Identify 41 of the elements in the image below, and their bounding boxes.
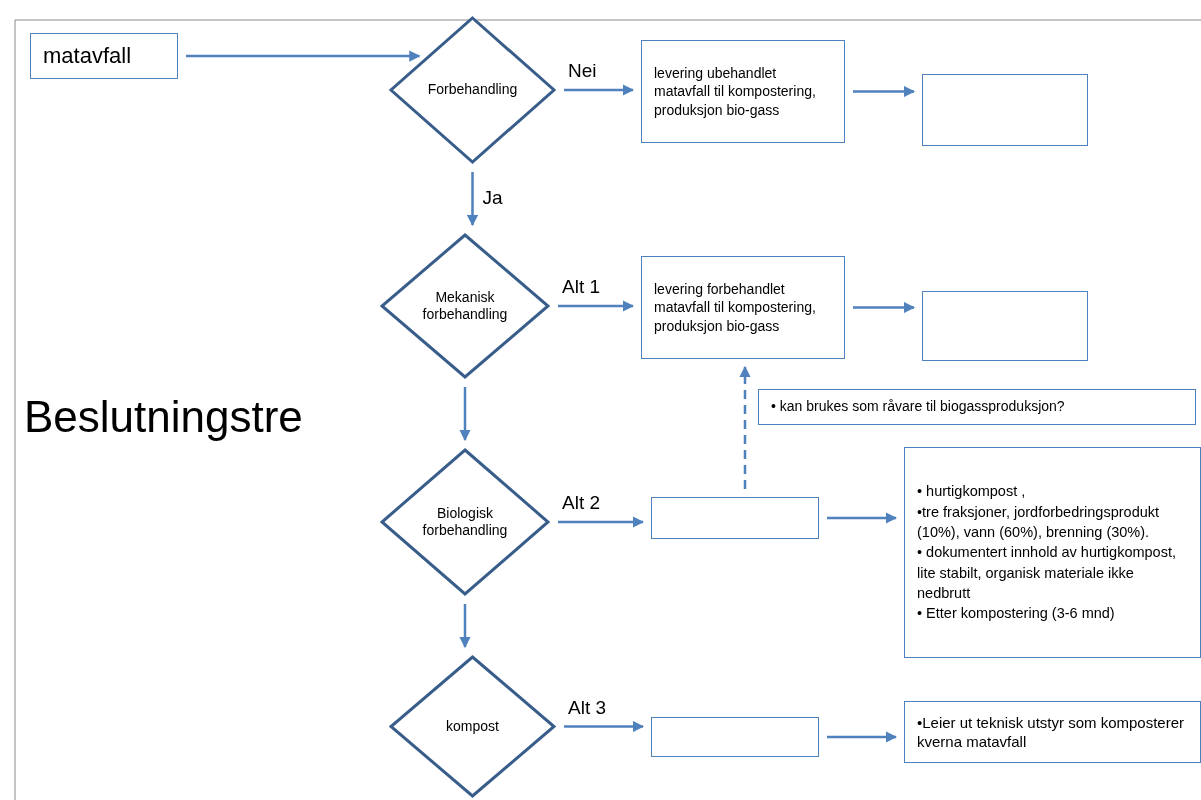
process-box	[30, 33, 178, 79]
arrow	[853, 85, 916, 98]
dashed-arrow	[739, 365, 751, 489]
decision-diamond	[380, 233, 550, 379]
arrow	[827, 512, 898, 524]
process-box	[641, 40, 845, 143]
arrow	[459, 604, 471, 649]
arrow	[466, 172, 479, 227]
node-text: Biologisk forbehandling	[421, 504, 509, 540]
decision-diamond	[380, 448, 550, 596]
process-box	[651, 717, 819, 757]
bullet-text: •tre fraksjoner, jordforbedringsprodukt (10%), vann (60%), brenning (30%).	[917, 502, 1161, 543]
arrow	[558, 516, 645, 528]
bullet-text: • dokumentert innhold av hurtigkompost, lite stabilt, organisk materiale ikke nedbrutt	[917, 543, 1177, 603]
bullet-text: • Etter kompostering (3-6 mnd)	[917, 604, 1116, 624]
note-box	[758, 389, 1196, 425]
arrow	[853, 301, 916, 314]
node-text: •Leier ut teknisk utstyr som komposterer kverna matavfall	[917, 712, 1185, 752]
node-text: kompost	[445, 717, 500, 736]
process-box	[922, 291, 1088, 361]
diagram-title: Beslutningstre	[24, 392, 303, 442]
arrow	[186, 50, 421, 62]
node-text: levering ubehandlet matavfall til kompostering, produksjon bio-gass	[654, 64, 817, 119]
note-box	[904, 701, 1201, 763]
arrow	[459, 387, 471, 442]
process-box	[651, 497, 819, 539]
arrow	[564, 720, 645, 733]
node-text: matavfall	[43, 42, 133, 70]
process-box	[641, 256, 845, 359]
bullet-text: • hurtigkompost ,	[917, 482, 1027, 502]
node-text: levering forbehandlet matavfall til kompostering, produksjon bio-gass	[654, 280, 817, 335]
note-box	[904, 447, 1201, 658]
node-text: Forbehandling	[426, 81, 519, 99]
arrow	[564, 84, 635, 96]
decision-diamond	[389, 655, 556, 798]
node-text: • kan brukes som råvare til biogassproduksjon?	[771, 398, 1066, 416]
process-box	[922, 74, 1088, 146]
decision-diamond	[389, 16, 556, 164]
node-text: Mekanisk forbehandling	[421, 288, 509, 324]
arrow	[827, 731, 898, 743]
arrow	[558, 300, 635, 312]
